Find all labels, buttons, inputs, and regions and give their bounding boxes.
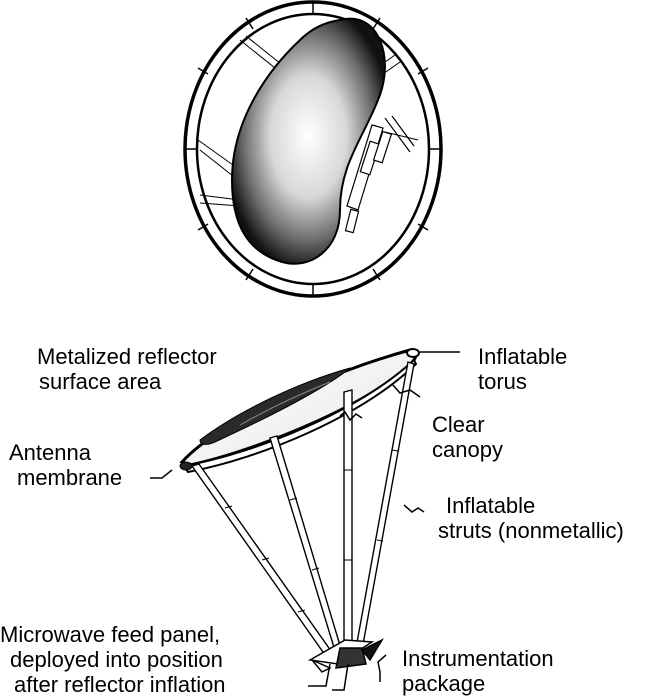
label-inflatable-torus: Inflatable torus [478, 344, 567, 394]
top-view [185, 2, 441, 296]
label-inflatable-struts: Inflatable struts (nonmetallic) [438, 493, 624, 543]
label-instrumentation-package: Instrumentation package [402, 646, 554, 696]
label-clear-canopy: Clear canopy [432, 412, 503, 462]
label-antenna-membrane: Antenna membrane [9, 440, 122, 490]
label-metalized-reflector: Metalized reflector surface area [37, 344, 217, 394]
canopy-disk [182, 350, 416, 465]
torus-end-left [180, 462, 192, 470]
torus-end-right [407, 349, 419, 357]
label-microwave-feed-panel: Microwave feed panel, deployed into posi… [0, 622, 226, 697]
